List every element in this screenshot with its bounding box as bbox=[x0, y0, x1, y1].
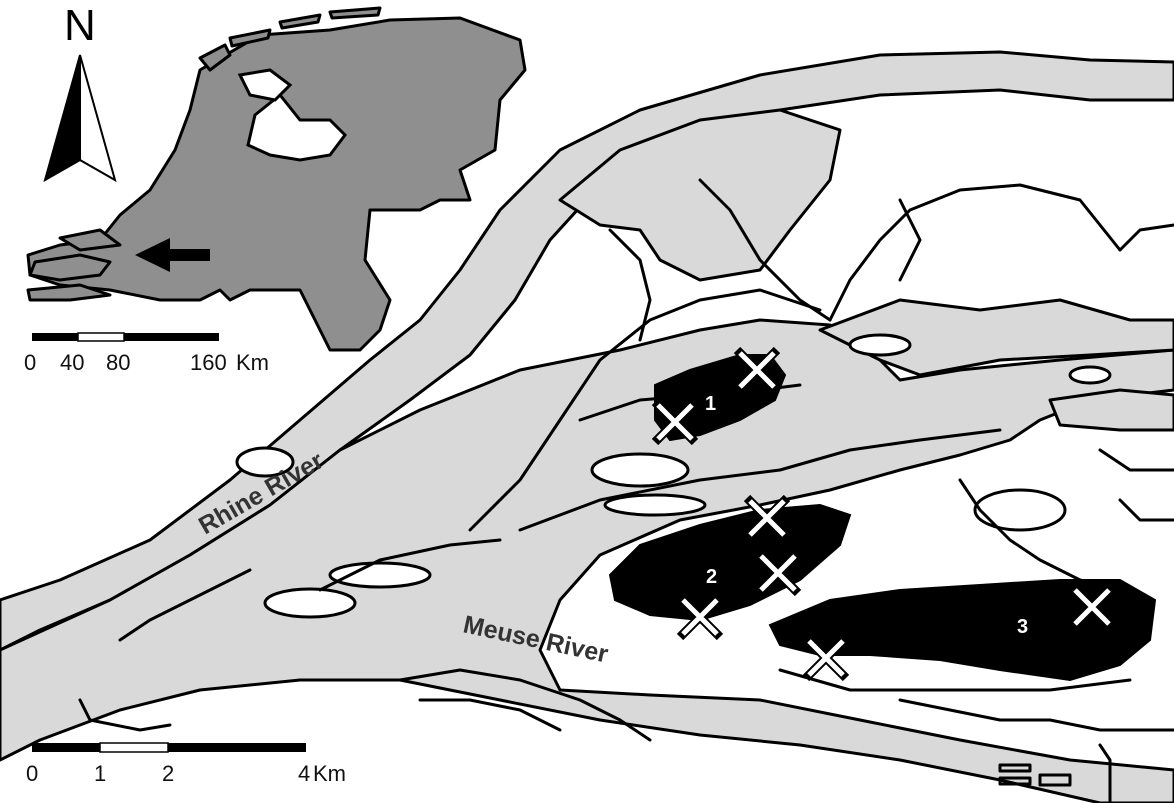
main-scale-tick: 4 bbox=[298, 761, 310, 786]
lake-label-2: 2 bbox=[706, 566, 717, 588]
sampling-marker bbox=[676, 593, 724, 641]
inset-scale-bar: 0 40 80 160 Km bbox=[24, 332, 269, 375]
island bbox=[973, 488, 1067, 532]
shorelines bbox=[78, 178, 1174, 742]
main-scale-tick: 2 bbox=[162, 761, 174, 786]
inset-lake bbox=[237, 68, 293, 102]
north-label: N bbox=[64, 1, 96, 50]
zeeland-island bbox=[58, 228, 122, 252]
inset-scale-tick: 160 bbox=[190, 350, 227, 375]
main-scale-unit: Km bbox=[313, 761, 346, 786]
lake-label-1: 1 bbox=[705, 393, 716, 415]
wadden-island bbox=[328, 6, 382, 20]
netherlands-shape bbox=[26, 16, 527, 352]
island bbox=[1068, 365, 1112, 385]
sampling-markers bbox=[651, 346, 1116, 682]
inset-scale-tick: 0 bbox=[24, 350, 36, 375]
island bbox=[328, 561, 432, 589]
lake-label-3: 3 bbox=[1017, 616, 1028, 638]
meuse-river-channel bbox=[0, 318, 1174, 803]
wadden-island bbox=[228, 28, 272, 48]
main-scale-bar: 0 1 2 4 Km bbox=[26, 742, 346, 786]
north-arrow: N bbox=[43, 1, 117, 183]
east-inlet bbox=[1048, 388, 1174, 432]
lake-3 bbox=[768, 579, 1157, 682]
zeeland-island bbox=[28, 253, 112, 282]
island bbox=[590, 452, 690, 488]
sampling-marker bbox=[802, 634, 850, 682]
sampling-marker bbox=[651, 398, 699, 446]
sampling-marker bbox=[733, 346, 781, 394]
inset-scale-tick: 80 bbox=[106, 350, 130, 375]
wadden-island bbox=[278, 13, 322, 30]
wadden-island bbox=[198, 43, 232, 72]
inset-map bbox=[26, 6, 527, 352]
island bbox=[263, 587, 357, 619]
main-scale-tick: 0 bbox=[26, 761, 38, 786]
sampling-marker bbox=[1068, 583, 1116, 631]
island bbox=[603, 493, 707, 517]
sampling-marker bbox=[754, 549, 802, 597]
zeeland-island bbox=[26, 283, 112, 302]
inset-scale-tick: 40 bbox=[60, 350, 84, 375]
main-scale-tick: 1 bbox=[94, 761, 106, 786]
inset-scale-unit: Km bbox=[236, 350, 269, 375]
harbour bbox=[998, 743, 1112, 803]
inset-lake bbox=[246, 92, 347, 162]
sampling-marker bbox=[743, 494, 791, 542]
island bbox=[235, 446, 295, 478]
river-system bbox=[0, 50, 1174, 803]
island bbox=[848, 333, 912, 357]
lake-2 bbox=[608, 503, 852, 622]
upper-branch bbox=[558, 108, 842, 282]
river-islands bbox=[235, 333, 1112, 619]
east-channel bbox=[818, 298, 1174, 377]
location-arrow bbox=[135, 238, 210, 272]
